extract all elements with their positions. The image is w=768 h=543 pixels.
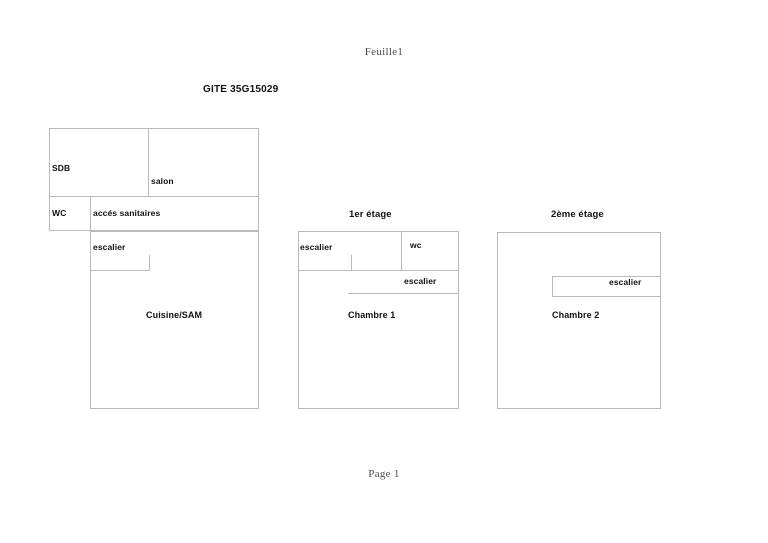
wall-sanitaires-top (49, 196, 259, 197)
room-label-escalier-2: escalier (404, 276, 437, 286)
page-title: GITE 35G15029 (203, 84, 279, 95)
room-label-wc: wc (410, 240, 422, 250)
sheet-footer: Page 1 (368, 468, 400, 480)
wall-chambre1-top (348, 293, 459, 294)
first-floor-outline (298, 231, 459, 409)
room-label-wc: WC (52, 208, 67, 218)
escalier-box (552, 276, 661, 297)
sheet-header: Feuille1 (364, 46, 404, 58)
ground-floor-lower-outline (90, 231, 259, 409)
wall-escalier-bottom (90, 270, 150, 271)
plan-title-second-floor: 2ème étage (551, 209, 604, 220)
room-label-chambre-1: Chambre 1 (348, 310, 396, 320)
wall-escalier-right (149, 255, 150, 271)
room-label-escalier: escalier (609, 277, 642, 287)
second-floor-outline (497, 232, 661, 409)
wall-escalier-right (351, 255, 352, 271)
room-label-escalier: escalier (300, 242, 333, 252)
ground-floor-upper-outline (49, 128, 259, 231)
room-label-chambre-2: Chambre 2 (552, 310, 600, 320)
plan-title-first-floor: 1er étage (349, 209, 392, 220)
room-label-cuisine-sam: Cuisine/SAM (146, 310, 203, 320)
room-label-sdb: SDB (52, 163, 71, 173)
wall-sdb-salon (148, 128, 149, 196)
wall-wc-left (401, 231, 402, 270)
room-label-salon: salon (151, 176, 174, 186)
wall-mid-horizontal (298, 270, 459, 271)
room-label-acces-sanitaires: accés sanitaires (93, 208, 161, 218)
room-label-escalier: escalier (93, 242, 126, 252)
